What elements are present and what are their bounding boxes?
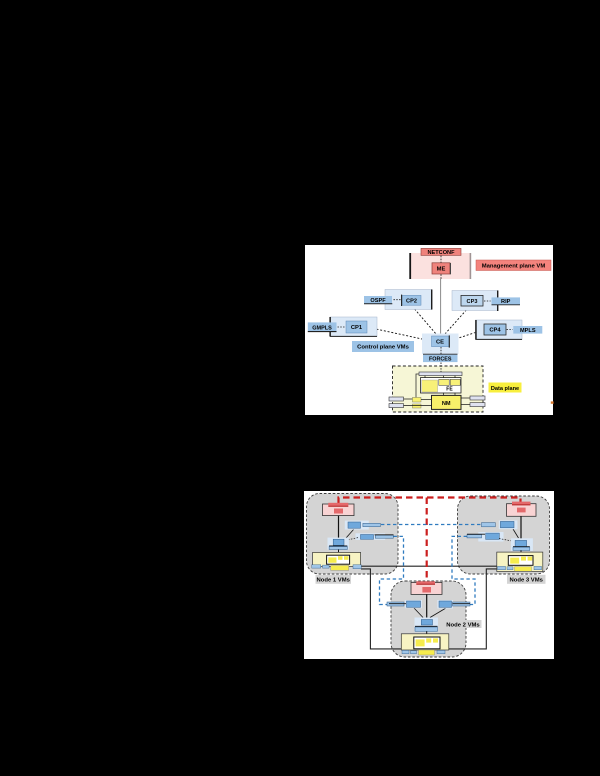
svg-text:RIP: RIP xyxy=(501,299,511,305)
svg-text:Node 1 VMs: Node 1 VMs xyxy=(317,578,351,584)
svg-text:FORCES: FORCES xyxy=(429,357,452,363)
svg-text:FE: FE xyxy=(446,387,453,393)
svg-text:OSPF: OSPF xyxy=(370,298,386,304)
svg-text:ME: ME xyxy=(437,266,446,272)
svg-text:CE: CE xyxy=(436,340,444,346)
svg-text:NETCONF: NETCONF xyxy=(427,250,455,256)
svg-text:Management plane VM: Management plane VM xyxy=(482,263,546,269)
svg-text:CP4: CP4 xyxy=(489,328,501,334)
svg-text:GMPLS: GMPLS xyxy=(312,326,332,332)
svg-text:CP1: CP1 xyxy=(351,325,363,331)
svg-text:MPLS: MPLS xyxy=(520,328,536,334)
svg-text:Node 2 VMs: Node 2 VMs xyxy=(446,622,480,628)
svg-text:Control plane VMs: Control plane VMs xyxy=(357,345,409,351)
svg-text:Node 3 VMs: Node 3 VMs xyxy=(510,578,544,584)
svg-text:CP2: CP2 xyxy=(406,298,417,304)
svg-text:NM: NM xyxy=(442,401,451,407)
svg-text:CP3: CP3 xyxy=(467,299,478,305)
svg-text:Data plane: Data plane xyxy=(491,386,519,392)
